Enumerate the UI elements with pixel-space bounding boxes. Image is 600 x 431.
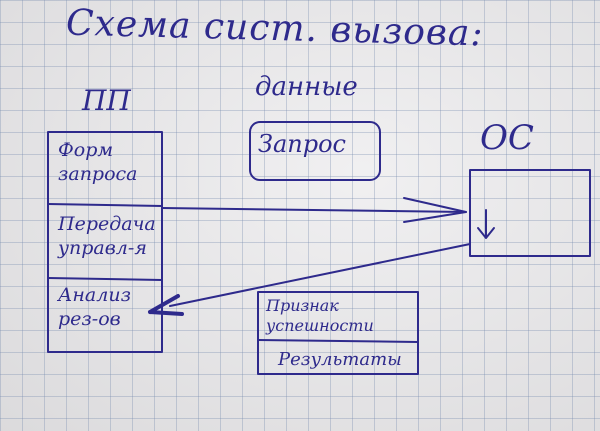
arrow-pp-to-os — [161, 207, 467, 213]
cell-line: Передача — [58, 213, 156, 235]
arrow-os-to-pp — [169, 243, 471, 307]
result-box — [257, 291, 419, 375]
pp-label: ПП — [82, 84, 131, 117]
pp-divider-1 — [47, 203, 163, 207]
arrow-os-to-pp-head — [148, 294, 184, 316]
result-divider — [257, 339, 419, 343]
cell-line: рез-ов — [58, 308, 121, 330]
pp-cell-transfer-control: Передача управл-я — [58, 212, 156, 260]
cell-line: запроса — [58, 163, 138, 185]
pp-box — [47, 131, 163, 353]
request-box — [249, 121, 381, 181]
os-label: ОС — [480, 118, 534, 158]
cell-line: Форм — [58, 139, 114, 161]
cell-line: управл-я — [58, 237, 147, 259]
down-arrow-head — [477, 227, 495, 239]
success-sign-label: Признак успешности — [266, 296, 374, 336]
result-line: Признак — [266, 296, 339, 315]
results-label: Результаты — [278, 349, 402, 370]
request-label: Запрос — [258, 130, 346, 158]
pp-cell-form-request: Форм запроса — [58, 138, 138, 186]
data-label: данные — [255, 72, 358, 102]
arrow-pp-to-os-head — [403, 197, 467, 223]
pp-cell-analysis: Анализ рез-ов — [58, 283, 131, 331]
pp-divider-2 — [47, 277, 163, 281]
os-box — [469, 169, 591, 257]
result-line: успешности — [266, 316, 374, 335]
cell-line: Анализ — [58, 284, 131, 306]
